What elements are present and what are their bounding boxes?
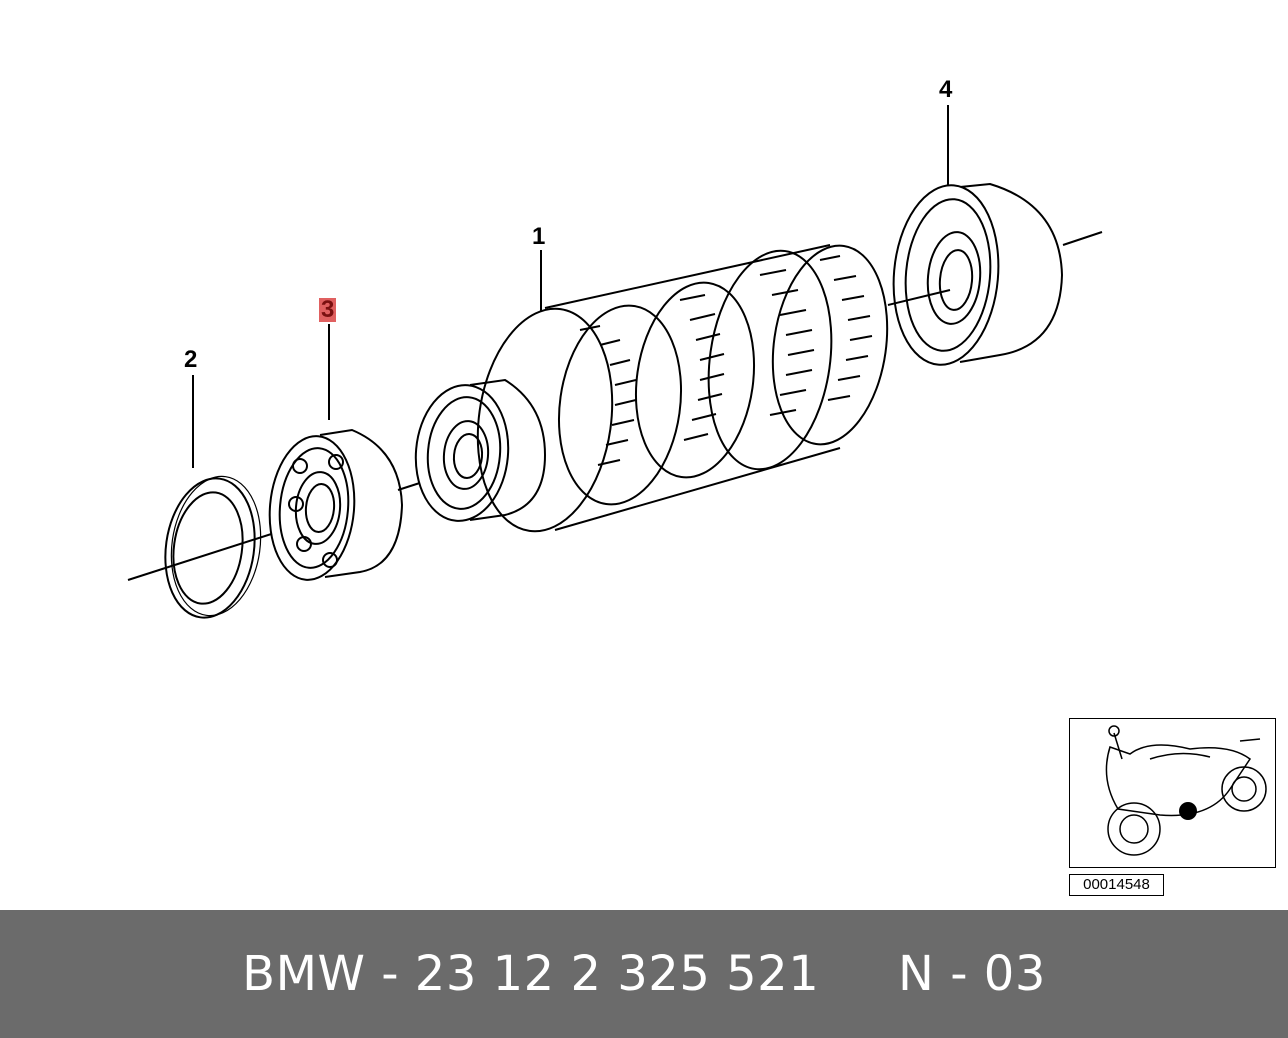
bearing-part-4	[887, 182, 1064, 366]
exploded-parts-diagram	[127, 105, 1103, 619]
location-marker-icon	[1179, 802, 1197, 820]
axis-line-left	[127, 527, 291, 581]
gear-cluster-part-1	[476, 244, 889, 533]
callout-1: 1	[532, 223, 546, 250]
motorcycle-thumbnail	[1069, 718, 1276, 868]
image-id-label: 00014548	[1069, 874, 1164, 896]
callout-3-highlighted: 3	[319, 296, 337, 323]
part-number-text: BMW - 23 12 2 325 521 N - 03	[242, 946, 1046, 1002]
washer-part-2	[164, 475, 262, 619]
motorcycle-icon	[1105, 725, 1267, 856]
callout-4: 4	[939, 76, 953, 103]
part-number-footer: BMW - 23 12 2 325 521 N - 03	[0, 910, 1288, 1038]
axis-line-right	[1062, 231, 1103, 246]
callout-2: 2	[184, 346, 198, 373]
bearing-part-3	[268, 428, 404, 581]
